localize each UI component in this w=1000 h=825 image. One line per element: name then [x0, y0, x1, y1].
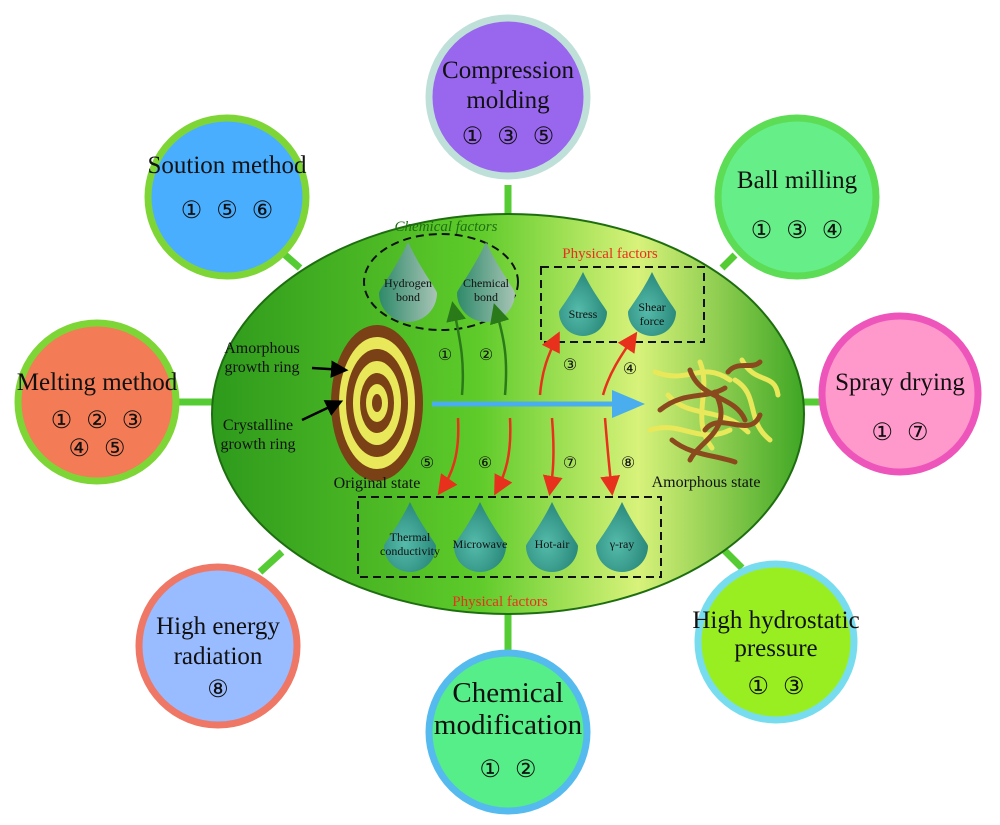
method-step-numbers: ① ③: [747, 674, 804, 700]
method-ball-milling: Ball milling ① ③ ④: [714, 114, 880, 280]
droplet-shape: [384, 502, 436, 572]
method-compression-molding: Compression molding ① ③ ⑤: [425, 14, 591, 180]
arrow-step-8: [600, 417, 621, 496]
method-title: Spray drying: [835, 369, 965, 396]
step-5-label: ⑤: [420, 455, 434, 472]
droplet-label: force: [640, 314, 665, 328]
droplet-shape: [379, 242, 437, 322]
droplet-label: γ-ray: [609, 537, 635, 551]
step-8-label: ⑧: [621, 455, 635, 472]
method-step-numbers: ① ⑦: [871, 420, 928, 446]
amorphous-state-label: Amorphous state: [652, 474, 761, 491]
method-circles: Compression molding ① ③ ⑤ Soution method ① ⑤…: [14, 14, 982, 815]
crystalline-ring-label-1: Crystalline: [223, 417, 293, 434]
physical-factors-top-title: Physical factors: [562, 246, 658, 262]
method-step-numbers: ⑧: [207, 677, 229, 703]
method-step-numbers: ① ③ ⑤: [462, 124, 555, 150]
droplet-label: Hydrogen: [384, 276, 432, 290]
method-circle: [694, 560, 858, 724]
method-solution-method: Soution method ① ⑤ ⑥: [144, 114, 310, 280]
arrow-step-4: [601, 331, 638, 396]
method-title: Melting method: [17, 369, 178, 396]
droplet-shape: [559, 272, 607, 336]
method-melting-method: Melting method ① ② ③④ ⑤: [14, 319, 180, 485]
droplet-shape: [526, 502, 578, 572]
crystalline-ring-label-2: growth ring: [220, 436, 295, 453]
amorphous-pointer: [311, 360, 349, 378]
droplet-shape: [457, 242, 515, 322]
step-2-label: ②: [479, 347, 493, 364]
droplet-label: bond: [396, 290, 420, 304]
method-title: Compression: [442, 57, 574, 84]
method-circle: [818, 312, 982, 476]
method-step-numbers: ① ⑤ ⑥: [181, 198, 274, 224]
droplet-label: Thermal: [390, 530, 431, 544]
original-state-label: Original state: [334, 475, 421, 492]
droplet-label: Shear: [638, 300, 665, 314]
arrow-step-3: [538, 331, 560, 396]
arrow-step-1: [446, 301, 466, 396]
chemical-factors-title: Chemical factors: [395, 219, 498, 235]
droplet-label: Stress: [569, 307, 598, 321]
connector-hydro: [719, 545, 745, 571]
droplet-label: conductivity: [380, 544, 440, 558]
growth-rings: [331, 325, 423, 481]
method-circle: [144, 114, 310, 280]
method-circle: [14, 319, 180, 485]
droplet-label: bond: [474, 290, 498, 304]
method-circle: [425, 649, 591, 815]
droplet-label: Microwave: [453, 537, 508, 551]
droplet-label: Chemical: [463, 276, 510, 290]
amorphous-tangle: [647, 357, 781, 465]
method-step-numbers: ④ ⑤: [68, 436, 125, 462]
method-spray-drying: Spray drying ① ⑦: [818, 312, 982, 476]
ring-7: [372, 394, 382, 412]
arrow-step-5: [437, 417, 460, 496]
method-title: Ball milling: [737, 167, 858, 194]
method-title: Chemical: [452, 677, 563, 709]
physical-factors-bottom-box: [357, 496, 662, 578]
droplet-shape: [596, 502, 648, 572]
physical-factors-bottom-title: Physical factors: [452, 594, 548, 610]
droplet-shape: [628, 272, 676, 336]
step-7-label: ⑦: [563, 455, 577, 472]
arrow-step-6: [494, 417, 513, 496]
method-high-energy-radiation: High energy radiation ⑧: [135, 563, 301, 729]
method-step-numbers: ① ② ③: [51, 408, 144, 434]
amorphous-ring-label-2: growth ring: [224, 359, 299, 376]
method-step-numbers: ① ②: [479, 757, 536, 783]
method-circle: [425, 14, 591, 180]
amorphous-ring-label-1: Amorphous: [224, 340, 300, 357]
droplet-shape: [454, 502, 506, 572]
method-circle: [714, 114, 880, 280]
method-title: molding: [466, 87, 550, 114]
method-title: Soution method: [147, 152, 307, 179]
connector-ball: [719, 252, 738, 271]
method-circle: [135, 563, 301, 729]
method-title: radiation: [174, 643, 263, 670]
crystalline-pointer: [301, 400, 344, 422]
main-transform-arrowhead: [612, 390, 645, 418]
arrow-step-2: [490, 303, 510, 396]
step-1-label: ①: [438, 347, 452, 364]
method-title: High hydrostatic: [692, 607, 859, 634]
step-6-label: ⑥: [478, 455, 492, 472]
step-4-label: ④: [623, 361, 637, 378]
step-3-label: ③: [563, 357, 577, 374]
droplet-label: Hot-air: [535, 537, 570, 551]
method-title: modification: [434, 709, 583, 741]
method-step-numbers: ① ③ ④: [751, 218, 844, 244]
method-title: High energy: [156, 613, 280, 640]
chemical-factors-box: [363, 233, 519, 331]
connector-radiation: [257, 549, 285, 575]
arrow-step-7: [542, 417, 563, 496]
method-title: pressure: [734, 635, 817, 662]
